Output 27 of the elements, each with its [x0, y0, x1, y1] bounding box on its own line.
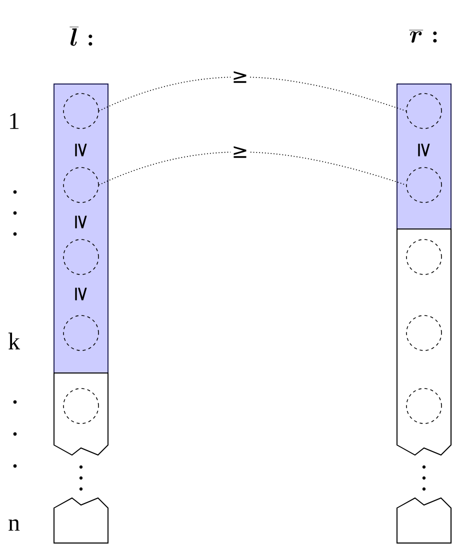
- dashed-circle: [63, 239, 99, 275]
- array-name: $\overline{r}:$: [409, 30, 437, 43]
- array-name: $\overline{l}:$: [70, 26, 92, 46]
- dotted-line: [98, 152, 407, 186]
- dashed-circle: [63, 315, 99, 351]
- index-label: k: [8, 332, 20, 350]
- dashed-circle: [406, 315, 442, 351]
- comparison-sign: ≥: [75, 288, 87, 300]
- array-band: [396, 228, 452, 456]
- dashed-circle: [406, 93, 442, 129]
- edge-label: ≥: [234, 71, 246, 83]
- array-band: [396, 84, 452, 230]
- array-band: [54, 372, 108, 456]
- index-label: 1: [10, 113, 19, 129]
- comparison-sign: ≥: [418, 144, 430, 156]
- dashed-circle: [63, 167, 99, 203]
- dashed-circle: [406, 167, 442, 203]
- dotted-line: [98, 76, 407, 112]
- index-label: n: [8, 519, 20, 531]
- comparison-sign: ≥: [75, 144, 87, 156]
- dashed-circle: [63, 388, 99, 424]
- dashed-circle: [406, 239, 442, 275]
- dashed-circle: [63, 93, 99, 129]
- array-band: [54, 84, 108, 374]
- edge-label: ≥: [234, 146, 246, 158]
- comparison-sign: ≥: [75, 216, 87, 228]
- dashed-circle: [406, 388, 442, 424]
